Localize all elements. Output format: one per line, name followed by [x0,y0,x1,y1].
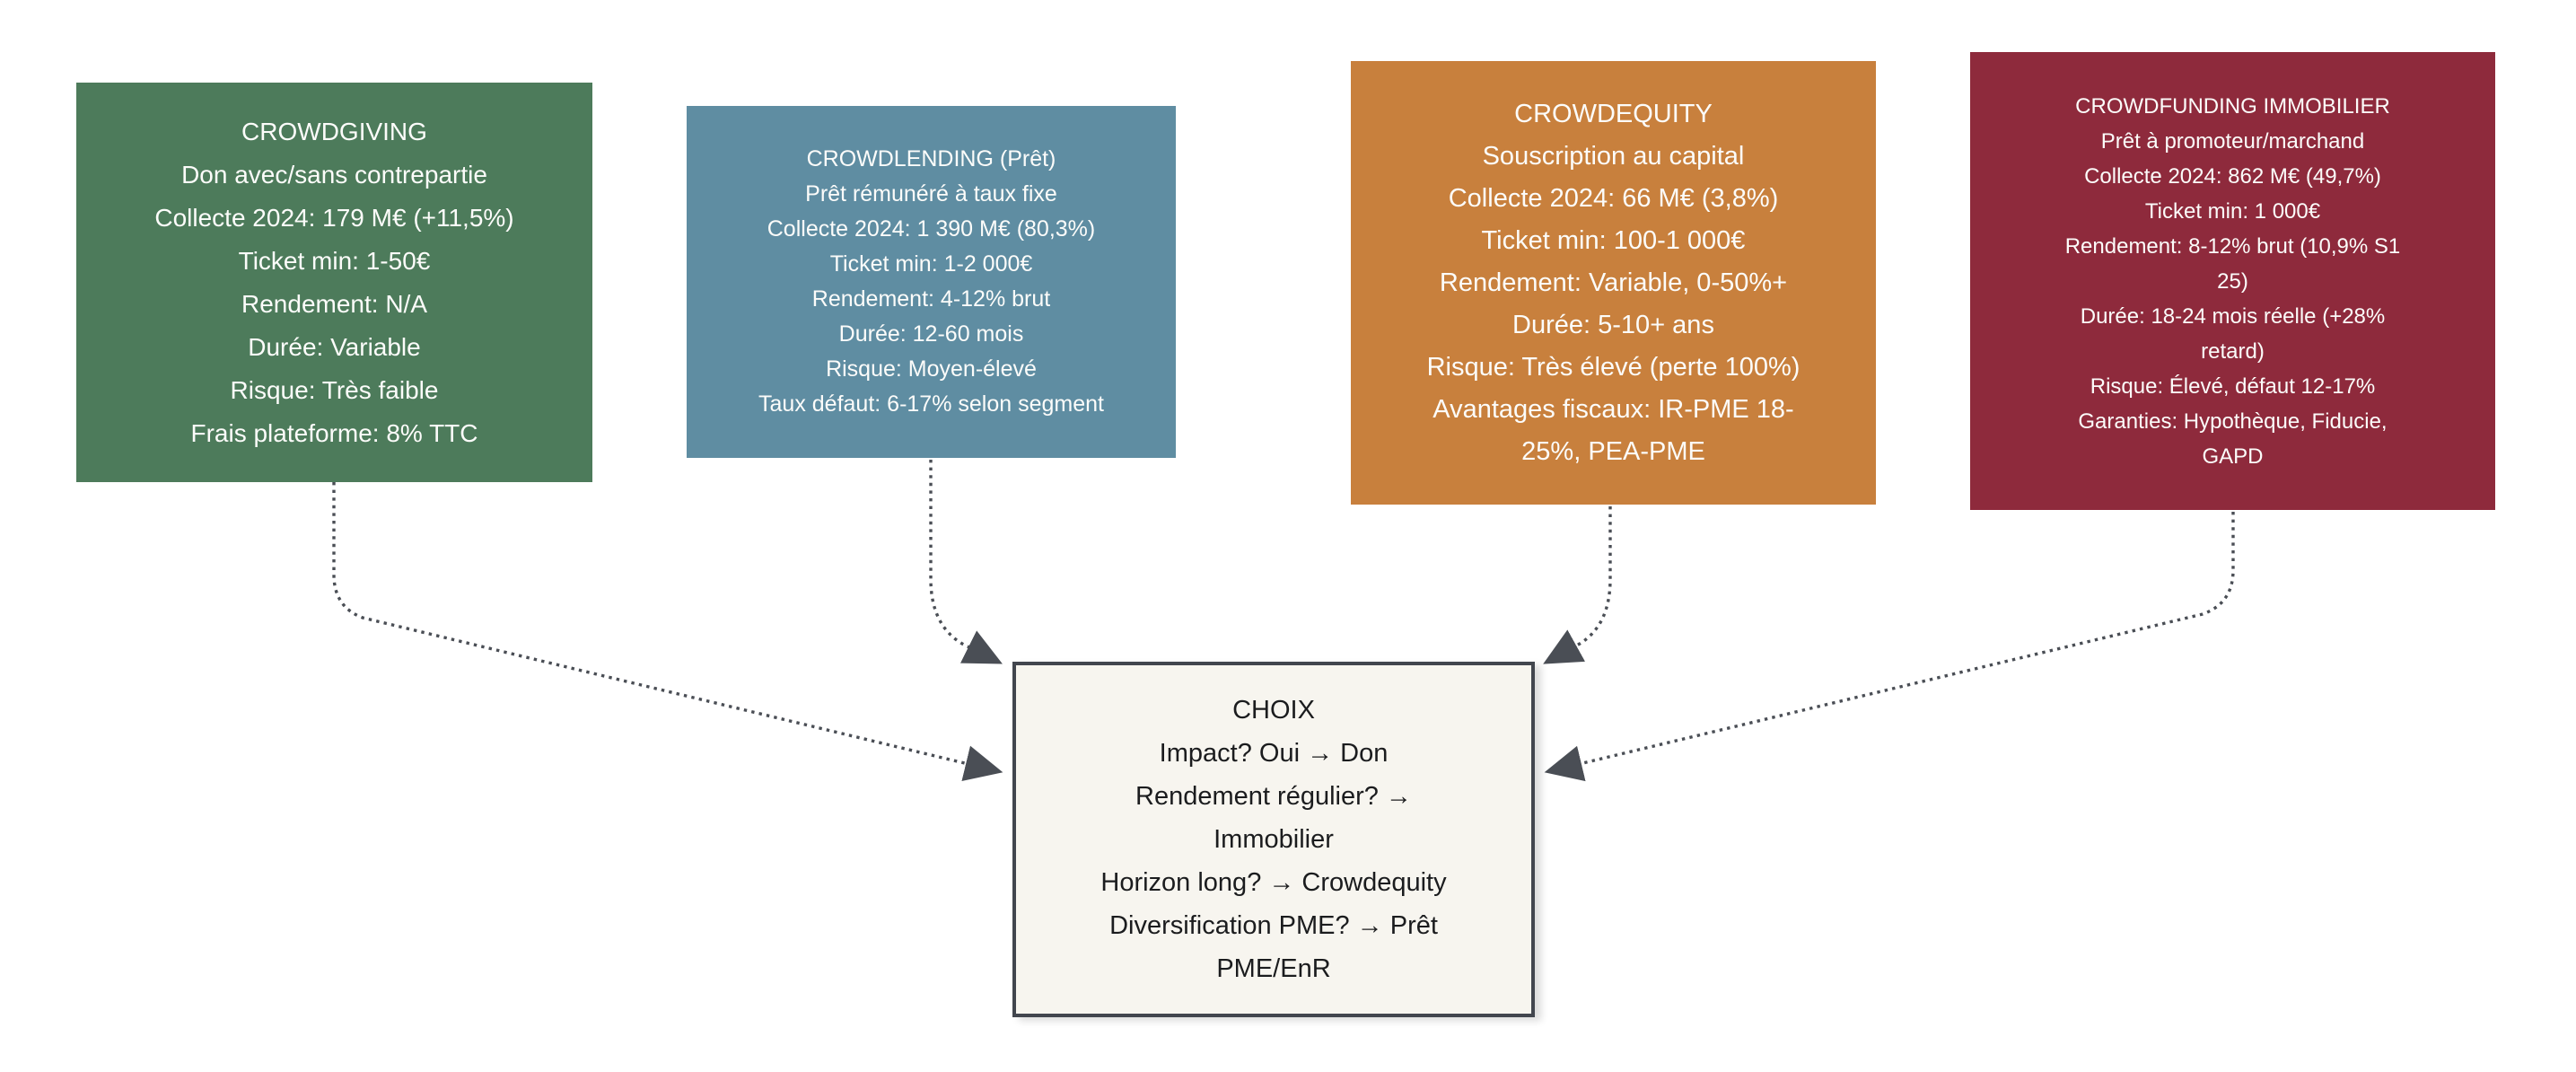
arrow-crowdgiving-to-choix [332,482,1003,782]
node-line: Rendement: Variable, 0-50%+ [1439,268,1788,297]
node-line: Risque: Très faible [230,375,439,404]
node-line: Risque: Élevé, défaut 12-17% [2090,373,2376,399]
arrow-immobilier-to-choix [1544,512,2235,782]
node-line: Durée: 5-10+ ans [1512,310,1714,339]
node-line: Prêt à promoteur/marchand [2100,128,2365,154]
node-line: Frais plateforme: 8% TTC [190,418,478,447]
node-title: CROWDFUNDING IMMOBILIER [2075,93,2390,119]
node-title: CHOIX [1232,696,1315,725]
node-crowdfunding-immobilier: CROWDFUNDING IMMOBILIER Prêt à promoteur… [1970,52,2495,510]
node-line: Collecte 2024: 66 M€ (3,8%) [1448,183,1779,213]
node-crowdlending: CROWDLENDING (Prêt) Prêt rémunéré à taux… [687,106,1176,458]
node-line: Avantages fiscaux: IR-PME 18-25%, PEA-PM… [1433,394,1794,466]
node-line: Risque: Très élevé (perte 100%) [1426,352,1801,382]
node-line: Souscription au capital [1482,141,1745,171]
arrow-crowdlending-to-choix [929,460,1003,664]
node-line: Durée: 12-60 mois [838,321,1024,347]
node-line: Ticket min: 1-50€ [238,246,431,275]
node-choix: CHOIX Impact? Oui → Don Rendement réguli… [1012,662,1535,1017]
node-line: Rendement: 8-12% brut (10,9% S1 25) [2064,233,2401,294]
node-crowdgiving: CROWDGIVING Don avec/sans contrepartie C… [76,83,592,482]
node-line: Ticket min: 1-2 000€ [829,251,1033,277]
node-line: Ticket min: 1 000€ [2144,198,2321,224]
node-line: Risque: Moyen-élevé [826,356,1037,382]
node-line: Collecte 2024: 1 390 M€ (80,3%) [767,216,1096,242]
node-line: Taux défaut: 6-17% selon segment [758,391,1104,417]
node-line: Rendement régulier? → Immobilier [1135,782,1412,854]
node-line: Rendement: N/A [241,289,427,318]
node-line: Horizon long? → Crowdequity [1100,868,1447,897]
node-line: Ticket min: 100-1 000€ [1481,225,1746,255]
arrow-crowdequity-to-choix [1543,506,1612,664]
node-line: Diversification PME? → Prêt PME/EnR [1109,911,1438,983]
node-title: CROWDEQUITY [1514,99,1713,128]
node-line: Collecte 2024: 862 M€ (49,7%) [2084,163,2381,189]
node-crowdequity: CROWDEQUITY Souscription au capital Coll… [1351,61,1876,505]
node-line: Rendement: 4-12% brut [811,286,1051,312]
node-title: CROWDLENDING (Prêt) [806,146,1056,171]
node-line: Impact? Oui → Don [1159,739,1389,768]
node-title: CROWDGIVING [241,117,427,145]
node-line: Prêt rémunéré à taux fixe [805,181,1057,206]
node-line: Durée: Variable [248,332,421,361]
node-line: Collecte 2024: 179 M€ (+11,5%) [154,203,514,232]
node-line: Don avec/sans contrepartie [181,160,487,189]
node-line: Durée: 18-24 mois réelle (+28% retard) [2080,303,2386,364]
node-line: Garanties: Hypothèque, Fiducie, GAPD [2078,409,2388,469]
